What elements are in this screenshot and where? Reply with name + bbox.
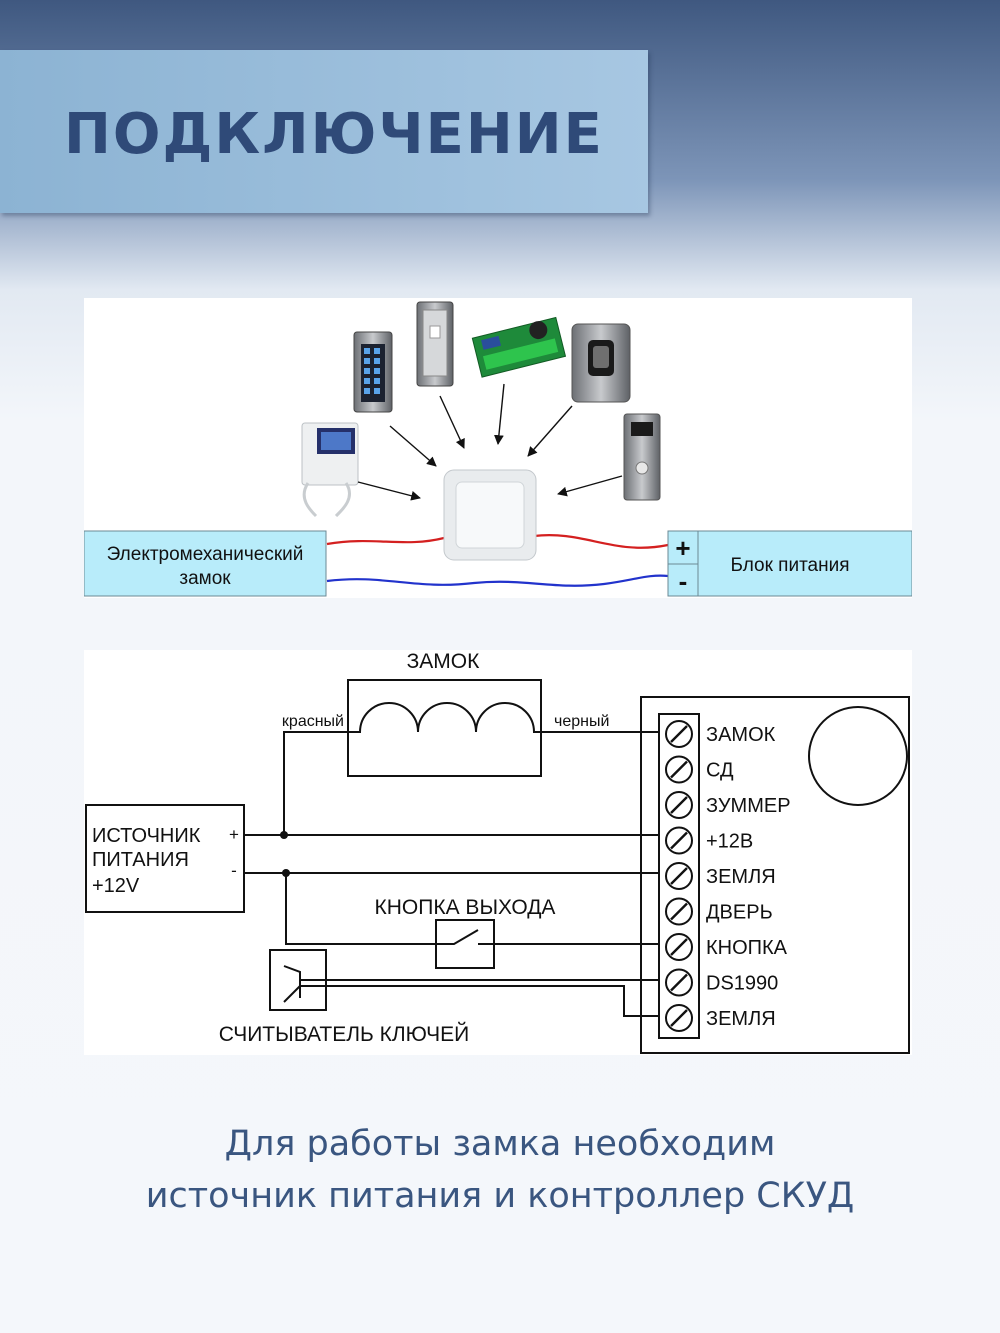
psu-box [85, 804, 245, 913]
junction-dot [282, 869, 290, 877]
call-panel-device [623, 413, 661, 501]
video-intercom-device [301, 422, 359, 518]
terminal-label: КНОПКА [706, 937, 788, 959]
positive-wire [326, 536, 445, 546]
lock-title: ЗАМОК [407, 650, 481, 673]
psu-minus-label: - [231, 861, 237, 880]
exit-button-wire [285, 873, 436, 945]
terminal-screw-slot [670, 938, 688, 956]
exit-button-device [443, 469, 537, 561]
terminal-label: ДВЕРЬ [706, 902, 773, 924]
psu-line-2: ПИТАНИЯ [92, 849, 189, 871]
terminal-label: СД [706, 760, 734, 782]
lock-box-label-1: Электромеханический [107, 544, 304, 565]
terminal-screw-slot [670, 831, 688, 850]
lock-box [84, 530, 327, 597]
fingerprint-reader-device [571, 323, 631, 403]
power-box [697, 530, 912, 597]
plus-sign: + [675, 533, 690, 563]
terminal-label: DS1990 [706, 973, 778, 995]
page-title: ПОДКЛЮЧЕНИЕ [64, 102, 604, 167]
lock-coil [348, 702, 541, 733]
wiring-schematic-svg: ЗАМОК красный черный ИСТОЧНИК ПИТАНИЯ +1… [85, 650, 910, 1054]
connection-diagram-svg: Электромеханический замок + - Блок питан… [84, 301, 912, 597]
terminal-screw-slot [670, 796, 688, 814]
terminal-screw-slot [670, 867, 688, 885]
junction-dot [280, 831, 288, 839]
terminal-label: ЗЕМЛЯ [706, 1008, 776, 1030]
arrow [557, 475, 623, 497]
black-wire-label: черный [554, 713, 609, 730]
power-label: Блок питания [730, 555, 849, 576]
key-reader-symbol [283, 965, 301, 1003]
minus-sign: - [679, 566, 688, 596]
lock-body [347, 679, 542, 777]
negative-wire [326, 574, 669, 587]
terminal-label: ЗЕМЛЯ [706, 866, 776, 888]
terminal-list: ЗАМОКСДЗУММЕР+12ВЗЕМЛЯДВЕРЬКНОПКАDS1990З… [665, 720, 791, 1032]
lock-box-label-2: замок [179, 568, 231, 589]
red-wire-label: красный [282, 713, 344, 730]
terminal-label: +12В [706, 831, 753, 853]
key-reader-ground-line [300, 985, 659, 1017]
title-banner: ПОДКЛЮЧЕНИЕ [0, 50, 648, 213]
exit-button-label: КНОПКА ВЫХОДА [375, 896, 556, 919]
controller-board-device [471, 316, 567, 378]
keypad-reader-device [353, 331, 393, 413]
terminal-screw-slot [670, 760, 688, 779]
buzzer-circle [808, 706, 908, 806]
arrow [357, 481, 421, 501]
wiring-schematic: ЗАМОК красный черный ИСТОЧНИК ПИТАНИЯ +1… [84, 650, 912, 1055]
arrow [494, 383, 505, 445]
red-wire-line [283, 731, 348, 835]
terminal-block [658, 713, 700, 1039]
terminal-screw-slot [670, 973, 688, 992]
terminal-label: ЗАМОК [706, 724, 776, 746]
terminal-screw-slot [670, 1009, 688, 1027]
caption-line-2: источник питания и контроллер СКУД [145, 1176, 855, 1216]
terminal-screw-slot [670, 725, 688, 743]
psu-plus-label: + [229, 825, 239, 844]
arrow [389, 425, 437, 467]
terminal-screw-slot [670, 902, 688, 921]
caption-line-1: Для работы замка необходим [224, 1124, 776, 1164]
exit-button-contact [436, 929, 494, 945]
positive-wire-right [533, 534, 669, 549]
connection-diagram: Электромеханический замок + - Блок питан… [84, 298, 912, 598]
key-reader-label: СЧИТЫВАТЕЛЬ КЛЮЧЕЙ [219, 1022, 470, 1046]
arrow [439, 395, 465, 449]
psu-line-1: ИСТОЧНИК [92, 825, 201, 847]
caption: Для работы замка необходим источник пита… [0, 1118, 1000, 1222]
controller-box [640, 696, 910, 1054]
psu-line-3: +12V [92, 875, 140, 897]
arrow [527, 405, 573, 457]
terminal-label: ЗУММЕР [706, 795, 791, 817]
proximity-reader-device [416, 301, 454, 387]
